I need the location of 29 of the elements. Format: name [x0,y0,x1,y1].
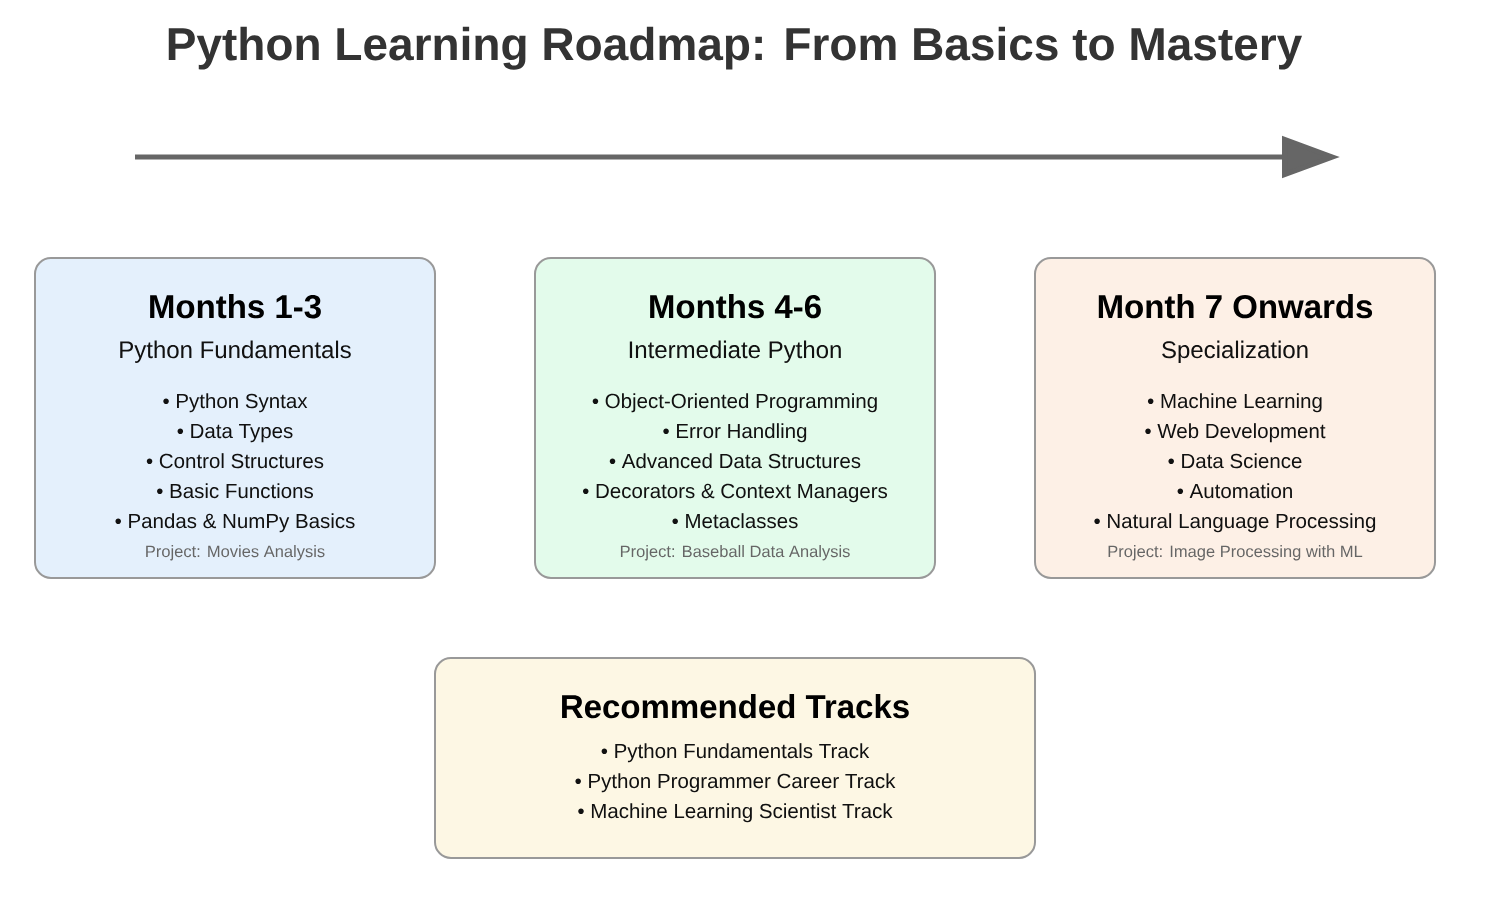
bullet-item: • Data Science [1168,453,1302,469]
bullet-item: • Python Syntax [163,393,308,413]
bullet-item: • Python Programmer Career Track [575,773,896,793]
bullet-item: • Object-Oriented Programming [592,393,877,413]
bullet-item: • Control Structures [146,453,324,469]
bullet-item: • Advanced Data Structures [609,453,861,469]
bullet-item: • Pandas & NumPy Basics [115,513,355,533]
bullet-item: • Natural Language Processing [1094,513,1376,533]
card-heading: Recommended Tracks [562,694,909,719]
bullet-item: • Automation [1177,483,1292,499]
project-note: Project: Image Processing with ML [1108,545,1363,561]
project-note: Project: Baseball Data Analysis [620,545,850,561]
bullet-item: • Machine Learning Scientist Track [578,803,893,823]
bullet-item: • Web Development [1145,423,1326,443]
title: Python Learning Roadmap: From Basics to Mastery [168,26,1302,70]
card-heading: Month 7 Onwards [1098,294,1373,319]
bullet-item: • Python Fundamentals Track [601,743,870,763]
bullet-item: • Metaclasses [672,513,798,529]
bullet-item: • Machine Learning [1147,393,1322,413]
bullet-item: • Basic Functions [157,483,313,499]
card-heading: Months 4-6 [650,294,821,319]
project-note: Project: Movies Analysis [146,545,325,561]
card-subtitle: Python Fundamentals [120,340,351,363]
bullet-item: • Data Types [177,423,293,443]
bullet-item: • Error Handling [663,423,807,443]
card-subtitle: Specialization [1162,340,1308,363]
card-subtitle: Intermediate Python [629,340,841,363]
bullet-item: • Decorators & Context Managers [582,483,888,503]
card-heading: Months 1-3 [150,294,321,319]
